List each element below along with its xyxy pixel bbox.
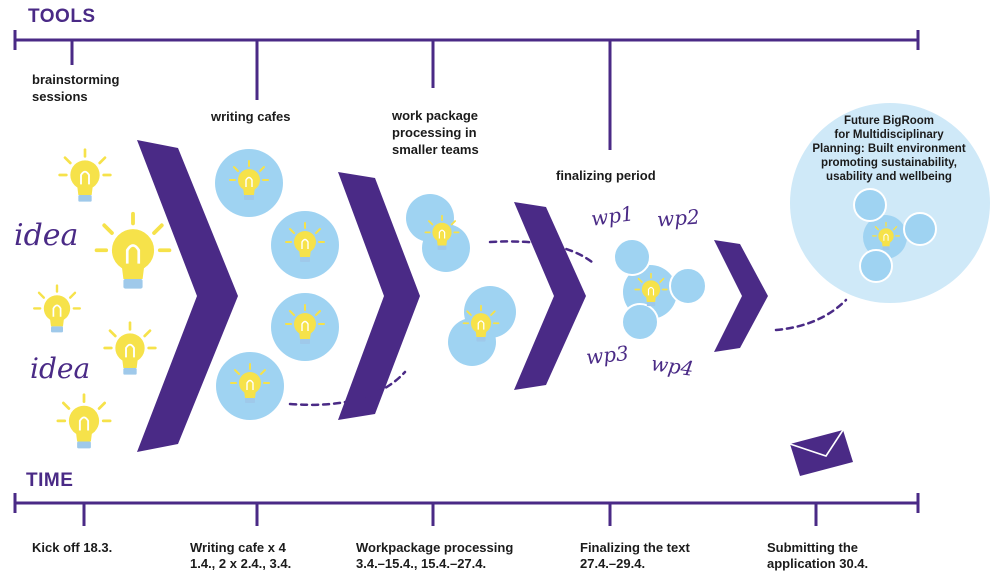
tools-heading: TOOLS [28,6,96,27]
time-heading: TIME [26,470,74,491]
chevron-1 [137,140,238,452]
tool-label-finalizing: finalizing period [556,168,656,183]
goal-circle [790,103,990,303]
brainstorm-bulbs [33,148,172,450]
tools-axis [13,30,920,150]
envelope-icon [789,429,853,476]
wp3-label: wp3 [584,340,630,370]
idea-word-2: idea [30,352,91,385]
chevron-2 [338,172,420,420]
tool-label-writing-cafes: writing cafes [211,109,291,124]
writing-cafe-circles [215,149,339,420]
finalizing-cluster [613,238,707,341]
time-label-submitting: Submitting the application 30.4. [767,540,869,571]
work-package-circles [406,194,516,366]
chevron-3 [514,202,586,390]
goal-text: Future BigRoom for Multidisciplinary Pla… [812,115,966,183]
time-label-finalizing: Finalizing the text 27.4.–29.4. [580,540,690,571]
time-axis [13,493,920,526]
time-label-kickoff: Kick off 18.3. [32,540,113,555]
chevron-4 [714,240,768,352]
time-label-workpackage: Workpackage processing 3.4.–15.4., 15.4.… [356,540,514,571]
dashed-connectors [288,240,848,407]
wp2-label: wp2 [656,204,701,232]
idea-word-1: idea [14,218,79,253]
time-label-writing-cafe: Writing cafe x 4 1.4., 2 x 2.4., 3.4. [190,540,292,571]
tool-label-work-package: work package processing in smaller teams [392,108,479,157]
tool-label-brainstorming: brainstorming sessions [32,72,120,104]
